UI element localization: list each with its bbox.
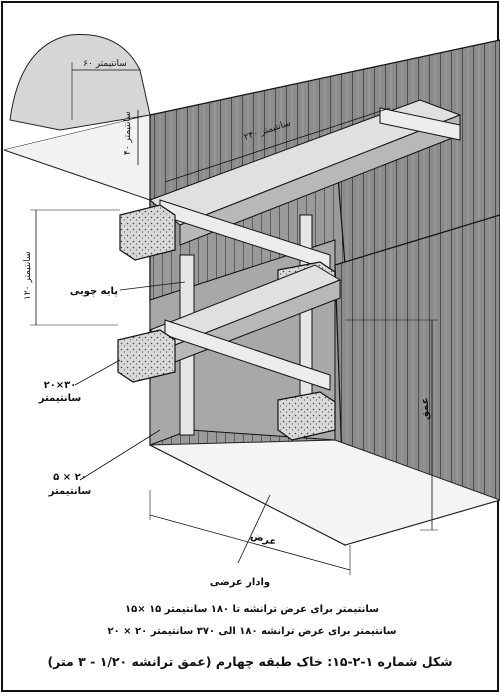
figure-caption: شکل شماره ۱-۲-۱۵: خاک طبقه چهارم (عمق تر…	[47, 654, 452, 670]
upper-strut-2	[379, 107, 461, 141]
note-line-1: ۱۵× ۱۵ سانتیمتر برای عرض ترانشه تا ۱۸۰ س…	[125, 604, 379, 615]
label-beam-size-2-unit: سانتیمتر	[48, 486, 92, 497]
leader-beam-size-1	[74, 359, 121, 386]
dim-length-top	[164, 107, 391, 183]
leader-beam-size-2	[79, 429, 161, 481]
lower-beam-end-left	[117, 329, 176, 383]
label-depth-top: ۴۰ سانتیمتر	[123, 111, 133, 155]
label-width-top: ۶۰ سانتیمتر	[83, 59, 127, 69]
leader-wood-post	[119, 281, 186, 291]
leader-cross-strut	[237, 494, 271, 564]
lower-beam-end-right	[277, 391, 336, 441]
lower-strut	[164, 319, 331, 391]
trench-bottom	[149, 439, 500, 546]
earth-mound	[9, 33, 151, 131]
label-depth-right: عمق	[420, 397, 431, 420]
label-cross-strut: وادار عرضی	[210, 577, 270, 588]
label-beam-size-1-unit: سانتیمتر	[38, 393, 82, 404]
label-beam-size-1: ۲۰×۳۰	[44, 380, 77, 391]
dim-width-bottom	[149, 514, 351, 571]
label-beam-size-2: ۵ × ۲۰	[53, 472, 87, 483]
upper-beam-end-left	[119, 204, 176, 261]
label-height-left: ۱۲۰ سانتیمتر	[23, 252, 33, 300]
note-line-2: ۲۰ × ۲۰ سانتیمتر برای عرض ترانشه ۱۸۰ الی…	[107, 626, 396, 637]
wood-post-right	[299, 214, 313, 416]
label-wood-post: پایه چوبی	[70, 286, 118, 297]
